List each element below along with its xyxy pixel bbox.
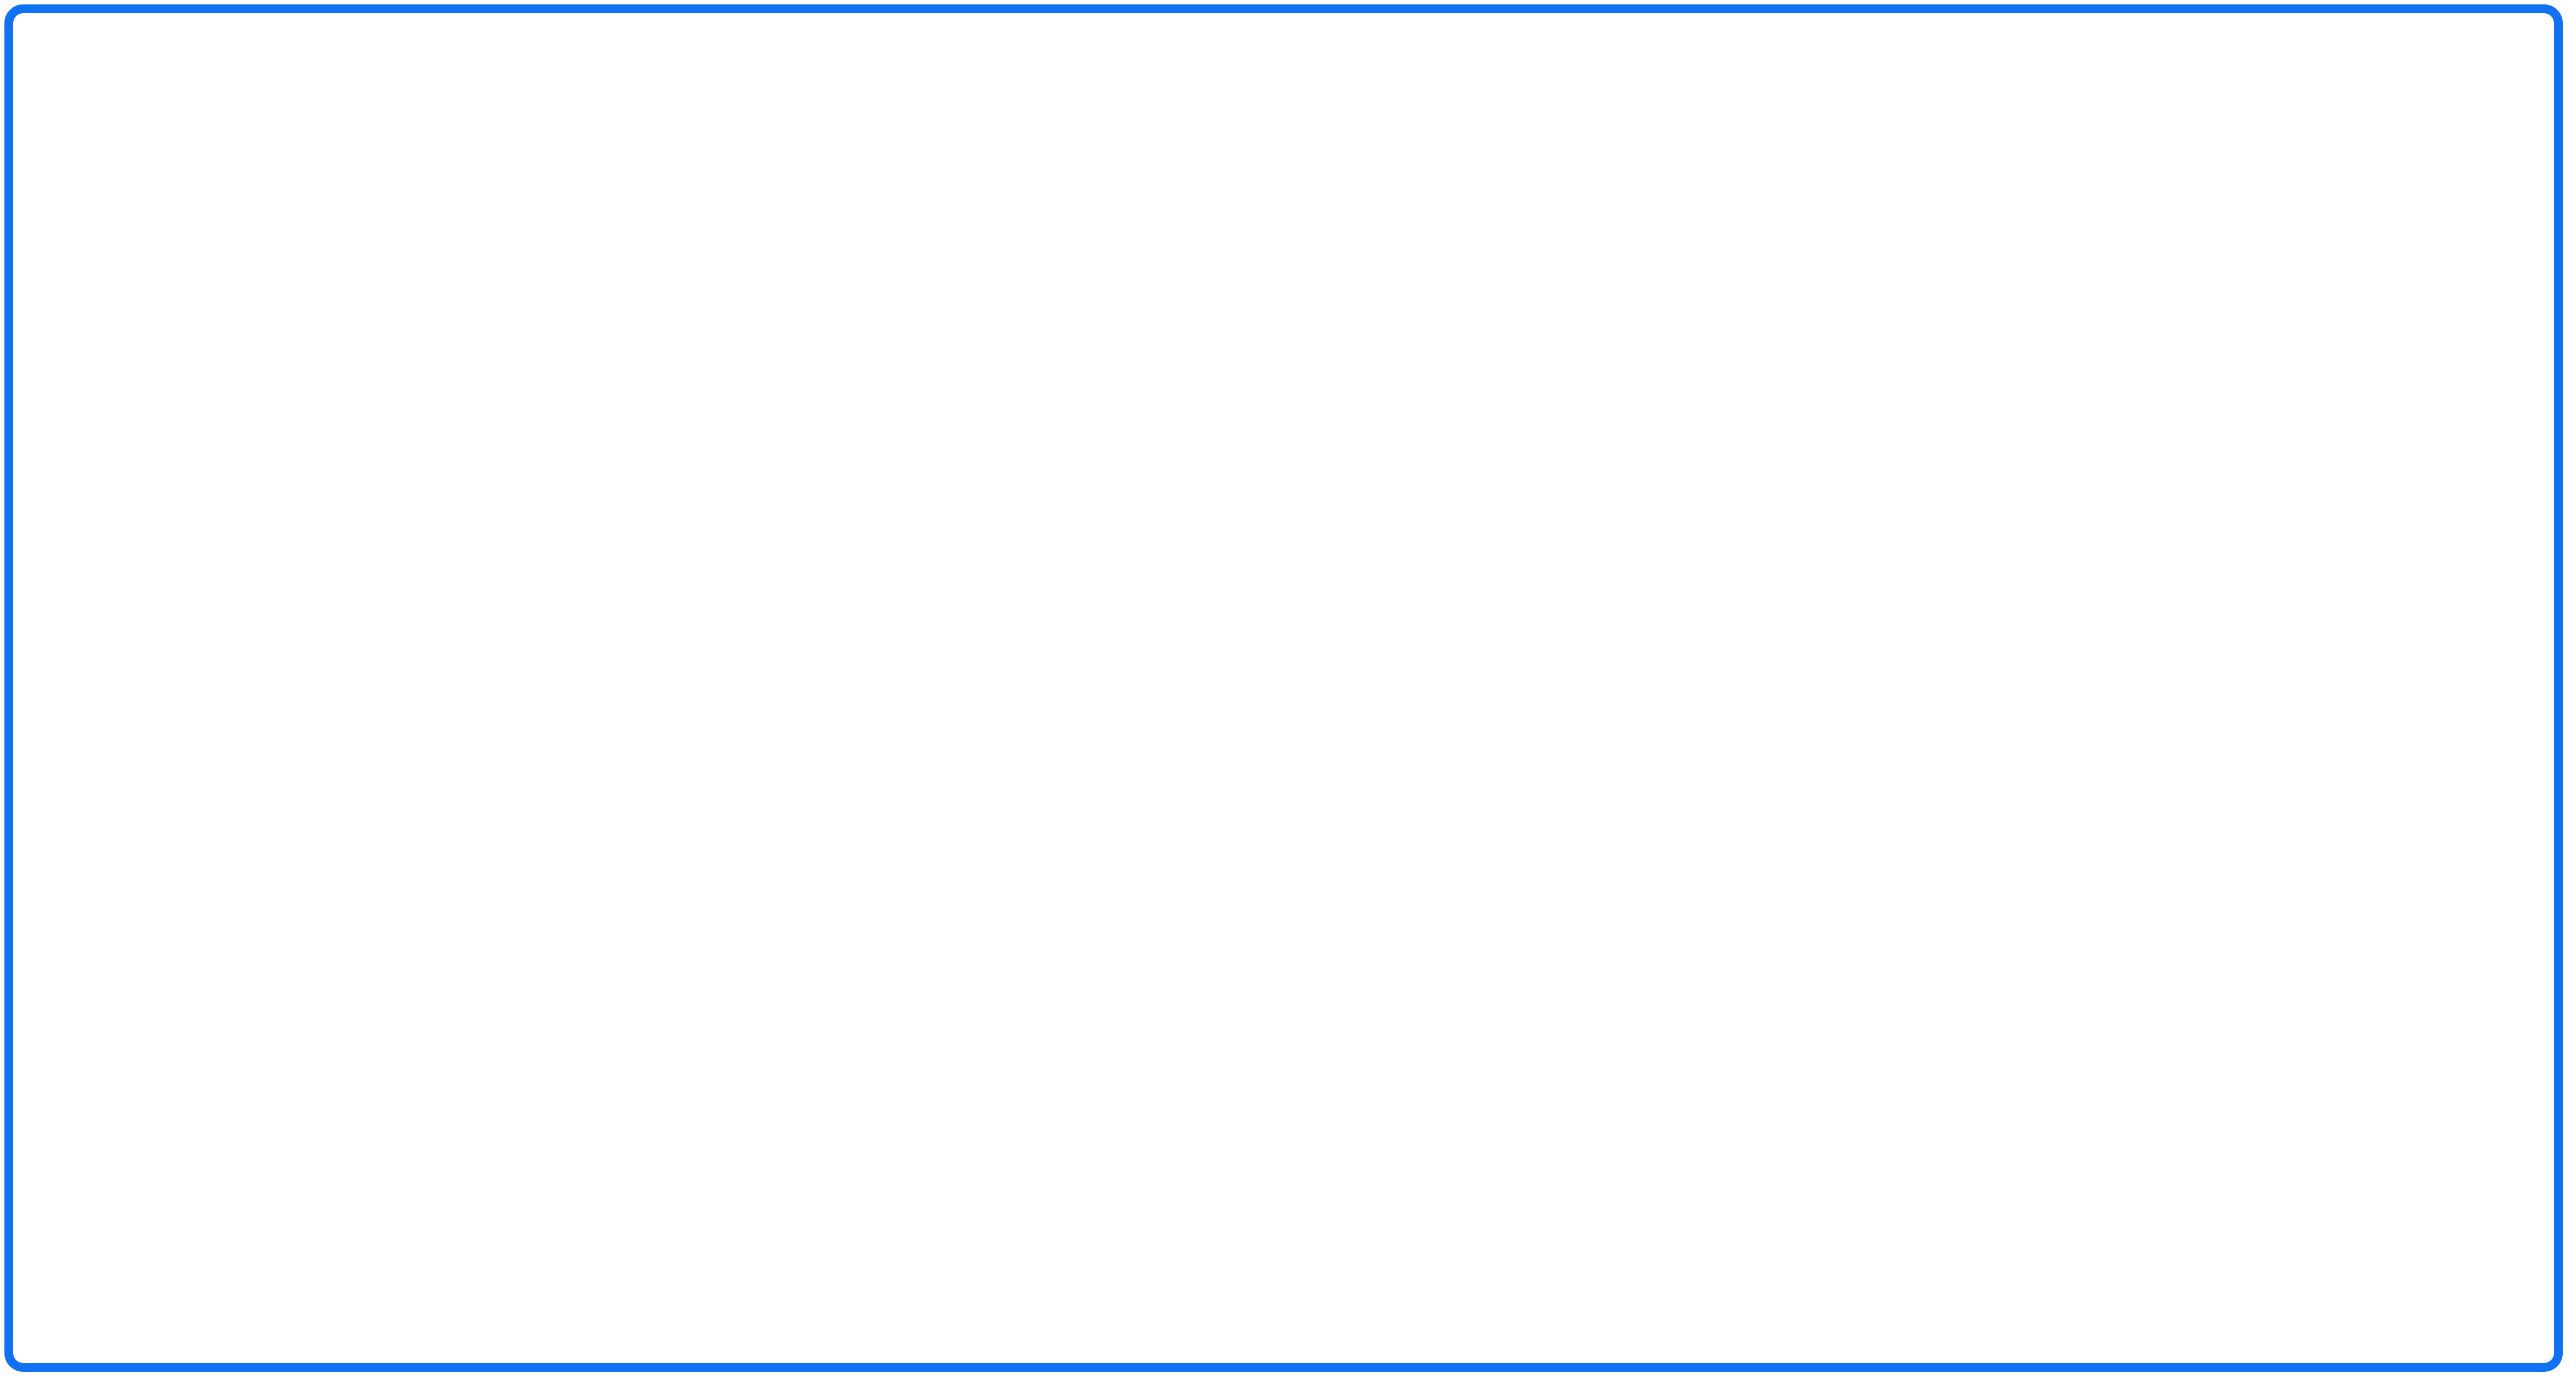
- voltmeter[interactable]: [1532, 264, 2235, 820]
- silicon-leader-line: [2160, 1064, 2310, 1124]
- black-clip-lower-arm: [731, 958, 841, 1039]
- black-clip-pivot-hole: [874, 935, 921, 993]
- label-voltmeter: Voltmeter: [2052, 128, 2201, 168]
- label-thin-layer-of-gold-line2: of gold: [2397, 945, 2503, 985]
- page-title: Shadow-effect energy generator: [95, 80, 1291, 153]
- red-clip-pivot-hole: [1238, 831, 1278, 880]
- gold-anchor-dot: [2132, 956, 2168, 991]
- voltmeter-anchor-dot: [2039, 275, 2074, 310]
- voltmeter-leader-line: [2056, 174, 2077, 283]
- silicon-anchor-dot: [2132, 1040, 2168, 1075]
- label-thin-layer-of-gold-line1: Thin layer: [2348, 900, 2503, 940]
- label-silicon: Silicon: [2376, 1105, 2481, 1145]
